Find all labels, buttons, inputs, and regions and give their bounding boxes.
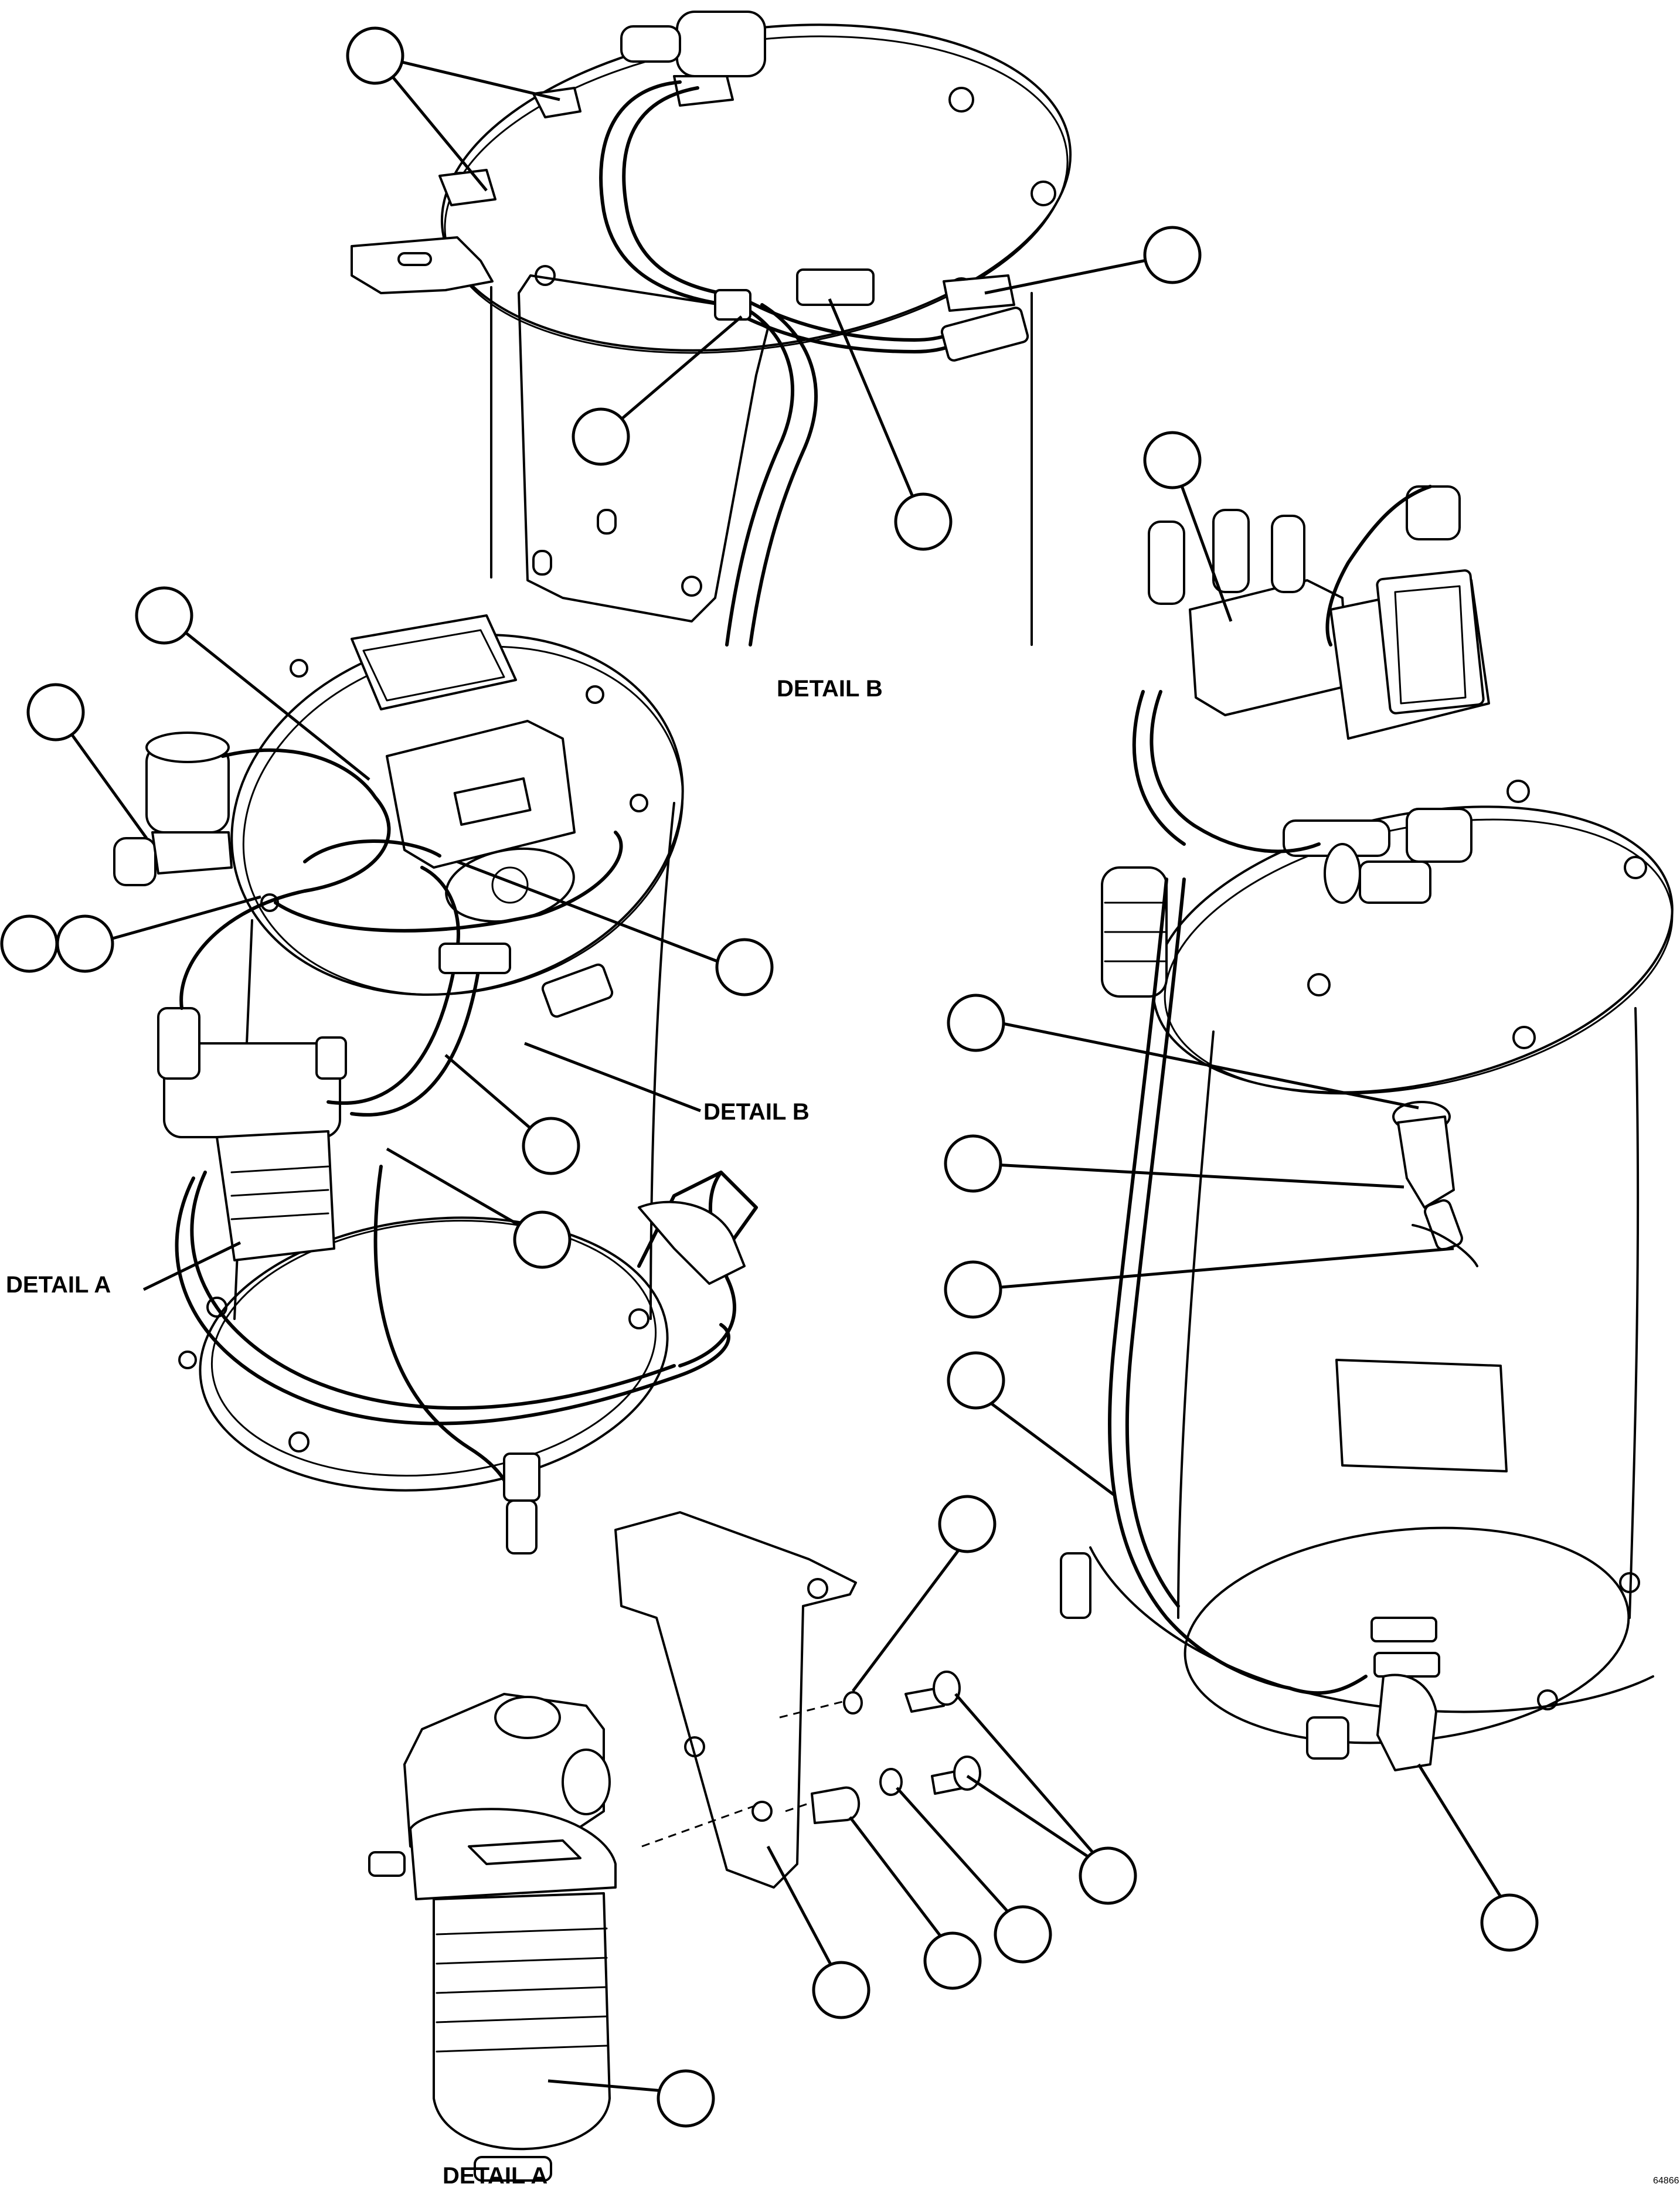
callout-bubble	[657, 2069, 715, 2128]
detail-a-view	[368, 1511, 981, 2182]
callout-bubble	[947, 1351, 1005, 1410]
callout-bubble	[572, 407, 630, 466]
callout-bubble	[1079, 1846, 1137, 1905]
drawing-code: 64866	[1653, 2176, 1679, 2186]
callout-bubble	[894, 492, 953, 551]
callout-bubble	[944, 1134, 1002, 1193]
detail-b-title: DETAIL B	[777, 676, 883, 702]
callout-bubbles	[0, 26, 1539, 2128]
callout-bubble	[56, 914, 114, 973]
detail-a-leader-label: DETAIL A	[6, 1272, 111, 1298]
callout-bubble	[715, 938, 774, 996]
callout-leaders	[54, 54, 1511, 2094]
callout-bubble	[135, 586, 193, 645]
detail-a-title: DETAIL A	[443, 2163, 547, 2189]
right-assembly-view	[1060, 485, 1674, 1771]
callout-bubble	[944, 1260, 1002, 1319]
callout-bubble	[0, 914, 59, 973]
main-assembly-view	[113, 614, 758, 1554]
callout-bubble	[513, 1210, 572, 1269]
callout-bubble	[994, 1905, 1052, 1964]
callout-bubble	[1143, 226, 1202, 284]
callout-bubble	[1480, 1893, 1539, 1952]
callout-bubble	[923, 1931, 982, 1990]
callout-bubble	[938, 1495, 997, 1553]
callout-bubble	[947, 994, 1005, 1052]
callout-bubble	[522, 1117, 580, 1175]
detail-b-leader-label: DETAIL B	[703, 1099, 810, 1125]
callout-bubble	[812, 1961, 870, 2019]
detail-b-view	[351, 11, 1072, 647]
callout-bubble	[1143, 431, 1202, 489]
callout-bubble	[26, 683, 85, 741]
callout-bubble	[346, 26, 404, 85]
